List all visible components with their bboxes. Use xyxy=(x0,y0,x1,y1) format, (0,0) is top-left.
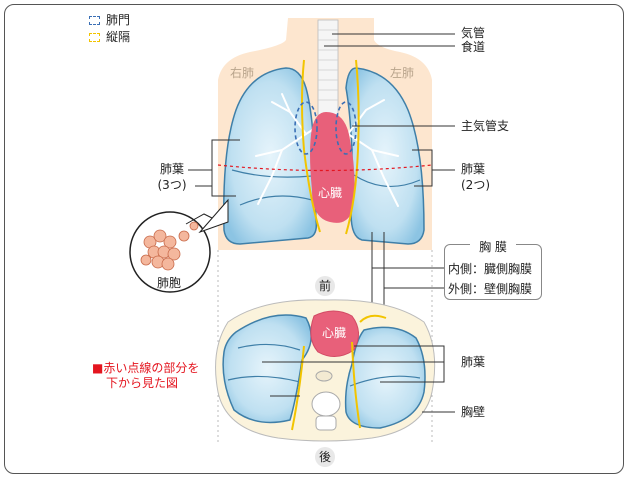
hilum-legend-label: 肺門 xyxy=(106,13,131,27)
hilum-right xyxy=(294,101,318,155)
note-line-2: 下から見た図 xyxy=(106,376,179,390)
lobes-right-title: 肺葉 xyxy=(159,162,184,176)
trachea-label: 気管 xyxy=(461,26,486,40)
heart-section xyxy=(310,310,359,357)
lobes-left-title: 肺葉 xyxy=(461,162,486,176)
esophagus-label: 食道 xyxy=(461,40,486,54)
left-lung-section xyxy=(344,326,426,429)
note-line-1: ■赤い点線の部分を xyxy=(92,361,200,375)
right-lung-shape xyxy=(223,67,318,245)
section-line xyxy=(217,164,433,172)
back-label: 後 xyxy=(318,450,331,464)
hilum-left xyxy=(335,101,357,155)
alveoli-label: 肺胞 xyxy=(157,276,182,290)
pleura-inner-label: 内側：臓側胸膜 xyxy=(448,262,533,276)
lobes-right-count: (3つ) xyxy=(157,178,187,192)
front-label: 前 xyxy=(318,279,331,293)
hilum-legend-swatch xyxy=(89,16,100,25)
mediastinum-legend-swatch xyxy=(89,33,100,42)
lobes-left-count: (2つ) xyxy=(461,178,490,192)
pleura-title: 胸 膜 xyxy=(470,240,516,254)
cross-lobes-label: 肺葉 xyxy=(461,355,486,369)
heart-shape xyxy=(310,112,355,223)
pleura-outer-label: 外側：壁側胸膜 xyxy=(448,282,533,296)
diagram-frame xyxy=(4,4,624,474)
right-lung-label: 右肺 xyxy=(230,66,255,80)
cross-heart-label: 心臓 xyxy=(322,326,347,340)
main-bronchus-label: 主気管支 xyxy=(461,119,510,133)
chest-wall-label: 胸壁 xyxy=(461,405,486,419)
heart-label: 心臓 xyxy=(318,186,343,200)
mediastinum-legend-label: 縦隔 xyxy=(106,30,131,44)
left-lung-label: 左肺 xyxy=(390,66,415,80)
